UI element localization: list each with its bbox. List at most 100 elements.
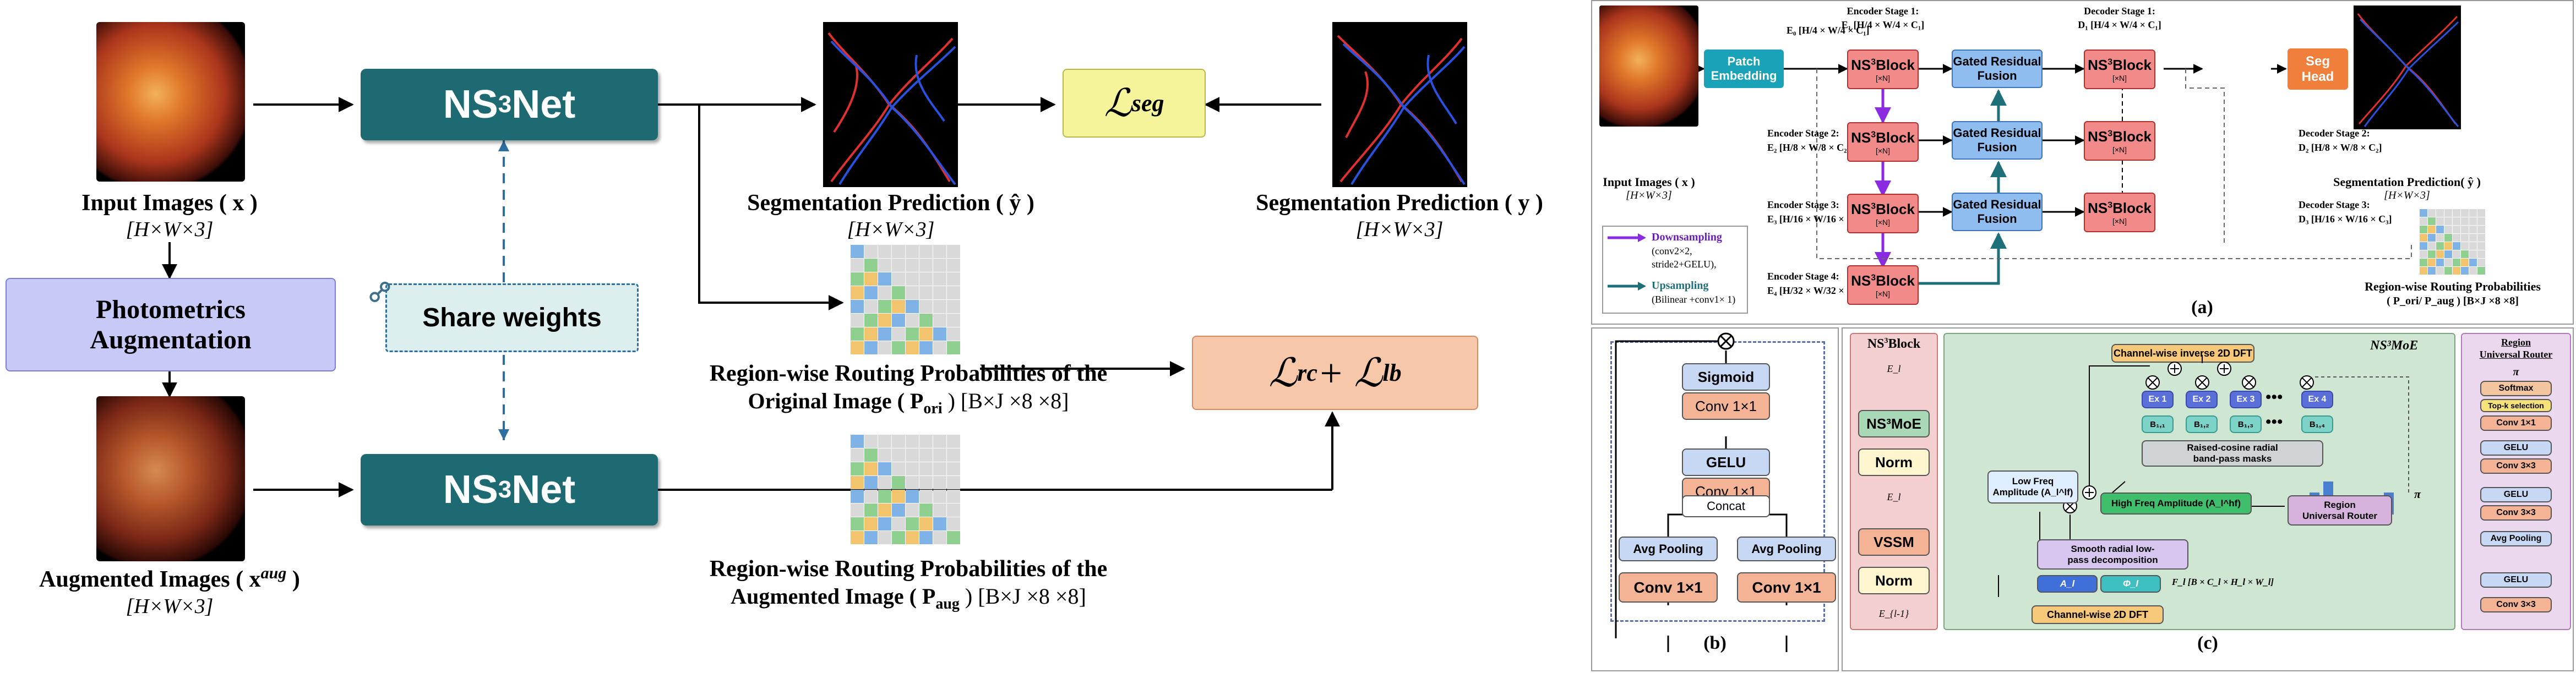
routing-cell	[947, 259, 960, 272]
ns3-block-el-mid: E_l	[1887, 491, 1901, 502]
routing-cell	[864, 448, 878, 462]
routing-cell	[864, 286, 878, 299]
routing-cell	[892, 490, 905, 503]
panel-b-concat: Concat	[1682, 495, 1770, 517]
routing-cell	[906, 504, 919, 517]
moe-band-3: B₁,₃	[2230, 415, 2262, 433]
routing-cell	[878, 435, 891, 448]
router-softmax: Softmax	[2480, 381, 2552, 396]
routing-cell	[892, 341, 905, 354]
routing-cell	[2420, 242, 2427, 250]
routing-cell	[933, 448, 946, 462]
routing-cell	[933, 327, 946, 341]
routing-cell	[2444, 250, 2452, 258]
ns3-block-norm-bottom: Norm	[1858, 567, 1930, 594]
routing-cell	[906, 300, 919, 313]
routing-cell	[2453, 250, 2460, 258]
routing-cell	[2420, 217, 2427, 225]
ns3-block-panel-title: NS3Block	[1867, 337, 1921, 351]
panel-a-frame	[1591, 0, 2574, 325]
encoder-stage2-dims: E₂ [H/8 × W/8 × C₂]	[1767, 142, 1850, 153]
routing-cell	[919, 531, 933, 544]
rwp-original-line2: Original Image ( Pori ) [B×J ×8 ×8]	[748, 389, 1069, 417]
routing-cell	[933, 517, 946, 530]
routing-cell	[919, 435, 933, 448]
routing-cell	[2436, 209, 2444, 217]
panel-a-rwp-line1: Region-wise Routing Probabilities	[2365, 280, 2541, 293]
router-conv-b: Conv 3×3	[2480, 458, 2552, 474]
moe-band-2: B₁,₂	[2186, 415, 2218, 433]
routing-cell	[947, 462, 960, 475]
routing-cell	[892, 504, 905, 517]
routing-cell	[2453, 259, 2460, 266]
routing-cell	[919, 448, 933, 462]
routing-cell	[2453, 217, 2460, 225]
routing-cell	[947, 435, 960, 448]
routing-cell	[2461, 250, 2469, 258]
routing-cell	[2469, 242, 2477, 250]
routing-cell	[947, 286, 960, 299]
routing-cell	[2420, 250, 2427, 258]
panel-c-label: (c)	[2197, 633, 2218, 653]
routing-cell	[2436, 267, 2444, 275]
left-connectors	[162, 97, 1340, 497]
routing-cell	[2469, 259, 2477, 266]
routing-cell	[878, 504, 891, 517]
routing-cell	[864, 341, 878, 354]
routing-cell	[919, 490, 933, 503]
e0-label: E₀ [H/4 × W/4 × C₁]	[1787, 25, 1870, 36]
routing-cell	[906, 272, 919, 286]
routing-cell	[2436, 242, 2444, 250]
legend-arrows	[1608, 233, 1646, 291]
routing-cell	[892, 259, 905, 272]
routing-cell	[851, 462, 864, 475]
routing-cell	[947, 476, 960, 489]
routing-cell	[2420, 234, 2427, 242]
panel-b-sigmoid: Sigmoid	[1682, 363, 1770, 391]
routing-cell	[2469, 226, 2477, 233]
routing-cell	[933, 490, 946, 503]
routing-cell	[906, 490, 919, 503]
moe-expert-2: Ex 2	[2186, 391, 2218, 408]
routing-cell	[947, 531, 960, 544]
routing-cell	[2469, 250, 2477, 258]
routing-cell	[864, 462, 878, 475]
decoder-block-3: NS3Block [×N]	[2084, 193, 2155, 232]
panel-b-conv-bottom-right: Conv 1×1	[1737, 572, 1836, 603]
routing-cell	[2428, 226, 2436, 233]
ground-truth-dims: [H×W×3]	[1355, 218, 1444, 241]
patch-embedding-box: Patch Embedding	[1704, 50, 1784, 88]
moe-expert-ellipsis: •••	[2265, 388, 2283, 406]
routing-cell	[892, 314, 905, 327]
routing-cell	[2420, 259, 2427, 266]
routing-cell	[864, 490, 878, 503]
routing-cell	[851, 517, 864, 530]
router-gelu-b: GELU	[2480, 487, 2552, 502]
routing-cell	[906, 286, 919, 299]
routing-cell	[2477, 242, 2485, 250]
routing-cell	[878, 314, 891, 327]
decoder-stage3-dims: D₃ [H/16 × W/16 × C₃]	[2299, 214, 2392, 225]
routing-cell	[892, 462, 905, 475]
panel-a-output-dims: [H×W×3]	[2384, 189, 2430, 201]
routing-cell	[947, 300, 960, 313]
moe-expert-3: Ex 3	[2230, 391, 2262, 408]
moe-f-label: F_l [B × C_l × H_l × W_l]	[2172, 577, 2274, 587]
panel-b-label: (b)	[1703, 633, 1727, 653]
routing-cell	[864, 272, 878, 286]
routing-cell	[892, 517, 905, 530]
routing-cell	[851, 245, 864, 258]
routing-cell	[947, 517, 960, 530]
moe-pi-label: π	[2414, 487, 2421, 501]
routing-matrix-original	[851, 245, 960, 354]
routing-cell	[933, 435, 946, 448]
routing-cell	[2428, 217, 2436, 225]
routing-cell	[2477, 209, 2485, 217]
routing-cell	[864, 476, 878, 489]
routing-cell	[2428, 250, 2436, 258]
encoder-stage2-title: Encoder Stage 2:	[1767, 128, 1839, 139]
routing-cell	[878, 476, 891, 489]
panel-b-frame	[1591, 327, 1839, 671]
